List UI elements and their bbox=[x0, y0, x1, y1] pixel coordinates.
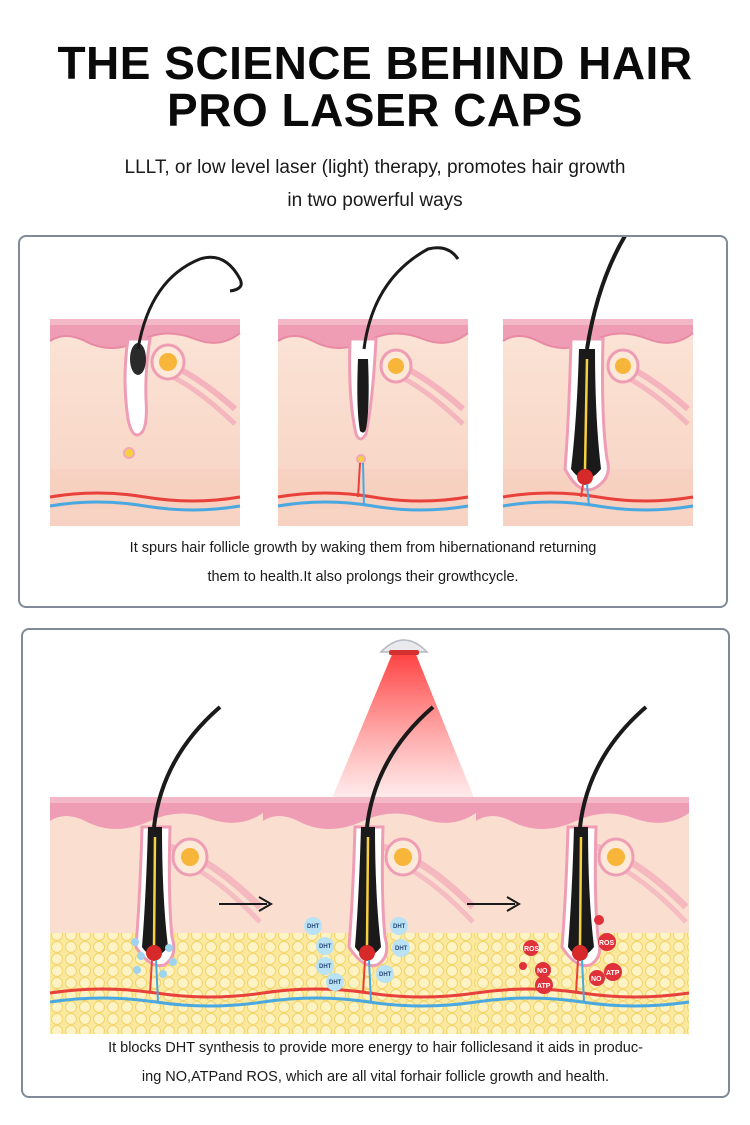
subtitle-line-2: in two powerful ways bbox=[287, 190, 463, 211]
stage-3-growing bbox=[503, 237, 693, 526]
hair-cycle-illustration bbox=[20, 237, 726, 537]
stage-dht-present bbox=[50, 705, 263, 1034]
caption-line-1: It spurs hair follicle growth by waking … bbox=[129, 540, 597, 556]
page-title: THE SCIENCE BEHIND HAIR PRO LASER CAPS bbox=[0, 40, 750, 134]
svg-text:DHT: DHT bbox=[329, 980, 342, 986]
caption-line-2: them to health.It also prolongs their gr… bbox=[207, 569, 519, 585]
subtitle-line-1: LLLT, or low level laser (light) therapy… bbox=[124, 157, 626, 178]
svg-text:ATP: ATP bbox=[537, 983, 551, 990]
dht-block-caption: It blocks DHT synthesis to provide more … bbox=[23, 1034, 728, 1092]
caption-line-2: ing NO,ATPand ROS, which are all vital f… bbox=[141, 1069, 610, 1085]
hair-cycle-caption: It spurs hair follicle growth by waking … bbox=[10, 534, 716, 592]
svg-text:NO: NO bbox=[591, 976, 602, 983]
stage-1-dormant bbox=[50, 255, 241, 526]
svg-text:ROS: ROS bbox=[524, 946, 540, 953]
svg-text:ATP: ATP bbox=[606, 970, 620, 977]
dht-block-panel: DHT DHT DHT DHT DHT DHT DHT ROS ROS NO A… bbox=[21, 628, 730, 1098]
stage-2-waking bbox=[278, 246, 468, 526]
svg-text:DHT: DHT bbox=[307, 924, 320, 930]
caption-line-1: It blocks DHT synthesis to provide more … bbox=[108, 1040, 643, 1056]
svg-text:DHT: DHT bbox=[395, 946, 408, 952]
stage-energy-boost bbox=[476, 705, 689, 1034]
right-arrow-icon bbox=[219, 896, 273, 912]
svg-text:NO: NO bbox=[537, 968, 548, 975]
laser-device-icon bbox=[379, 639, 429, 655]
energy-molecules-stage-3: ROS ROS NO ATP NO ATP bbox=[519, 915, 622, 994]
svg-text:DHT: DHT bbox=[319, 944, 332, 950]
svg-text:ROS: ROS bbox=[599, 940, 615, 947]
hair-cycle-panel: It spurs hair follicle growth by waking … bbox=[18, 235, 728, 608]
svg-text:DHT: DHT bbox=[393, 924, 406, 930]
title-line-1: THE SCIENCE BEHIND HAIR bbox=[57, 37, 693, 89]
svg-text:DHT: DHT bbox=[319, 964, 332, 970]
right-arrow-icon bbox=[467, 896, 521, 912]
svg-text:DHT: DHT bbox=[379, 972, 392, 978]
title-line-2: PRO LASER CAPS bbox=[167, 84, 583, 136]
dht-block-illustration: DHT DHT DHT DHT DHT DHT DHT ROS ROS NO A… bbox=[23, 639, 728, 1036]
dht-molecules-stage-1 bbox=[131, 938, 177, 978]
page-subtitle: LLLT, or low level laser (light) therapy… bbox=[0, 151, 750, 217]
dht-molecules-stage-2: DHT DHT DHT DHT DHT DHT DHT bbox=[304, 917, 410, 991]
